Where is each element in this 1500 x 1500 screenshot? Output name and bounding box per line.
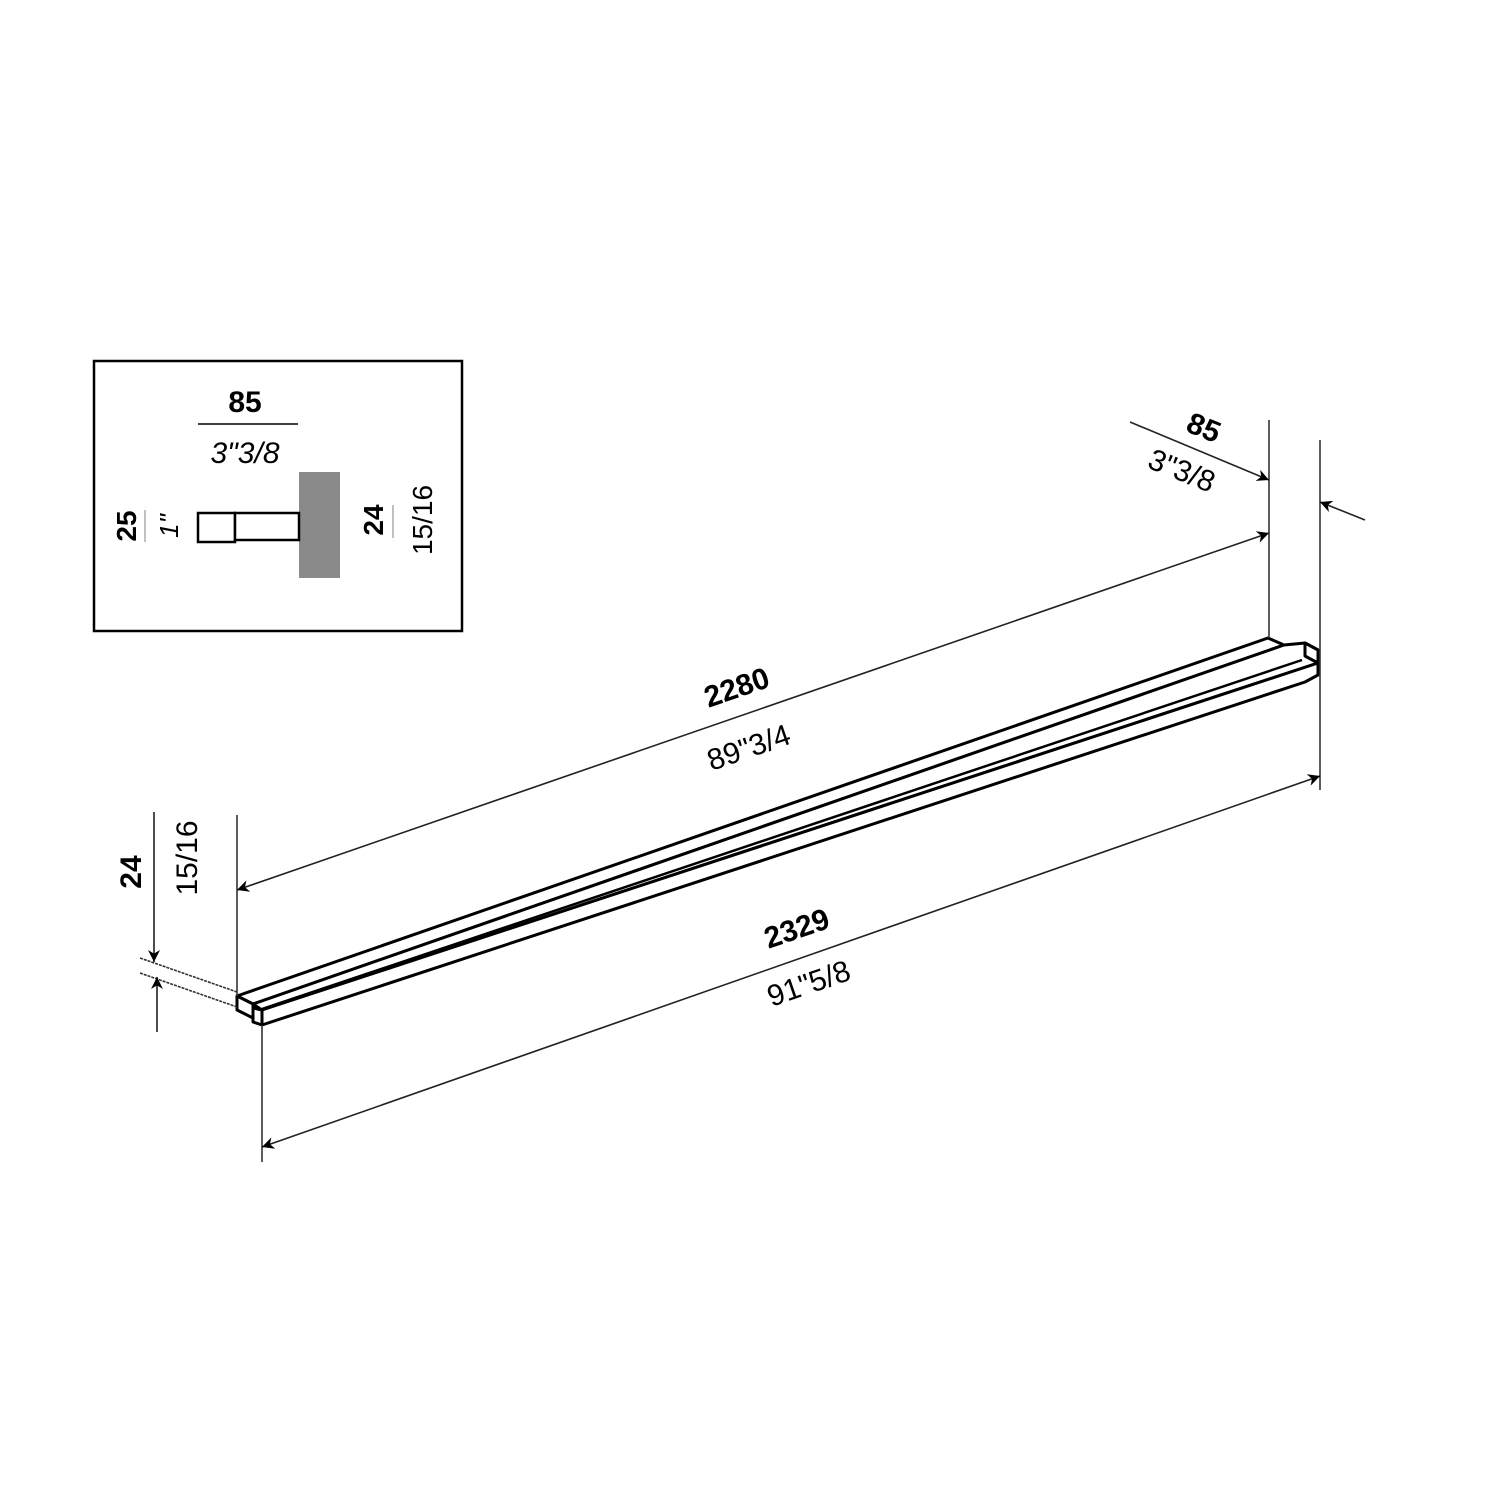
shelf-body-profile: [233, 511, 301, 542]
shelf-groove-line: [252, 658, 1303, 1014]
dim-overall-length: [261, 774, 1321, 1149]
inset-plate-in: 15/16: [407, 485, 438, 555]
shelf-lip-profile: [196, 511, 237, 544]
inset-width-mm: 85: [228, 386, 261, 419]
thickness-mm-label: 24: [115, 855, 148, 889]
overall-length-mm-label: 2329: [760, 903, 834, 956]
depth-mm-label: 85: [1182, 407, 1225, 450]
inset-width-in: 3"3/8: [210, 437, 279, 470]
section-detail-inset: 85 3"3/8 25 1" 24 15/16: [92, 359, 464, 633]
dim-depth-arrow-left: [1129, 421, 1270, 481]
dim-depth-arrow-right: [1319, 500, 1366, 521]
inset-plate-mm: 24: [358, 504, 389, 536]
ext-thickness-bottom: [139, 972, 238, 1008]
shelf-front-face: [260, 661, 1320, 1027]
inner-length-mm-label: 2280: [700, 662, 774, 715]
inset-bracket-mm: 25: [111, 510, 142, 541]
shelf-left-end-front: [251, 1006, 264, 1027]
shelf-top-surface: [251, 641, 1320, 1012]
dimension-lines: [148, 421, 1366, 1149]
depth-in-label: 3"3/8: [1143, 443, 1219, 499]
inner-length-in-label: 89"3/4: [703, 718, 795, 777]
ext-thickness-top: [139, 957, 238, 993]
wall-plate: [299, 472, 340, 578]
inset-bracket-in: 1": [154, 512, 184, 537]
overall-length-in-label: 91"5/8: [763, 954, 855, 1013]
shelf-right-end: [1303, 641, 1320, 665]
thickness-in-label: 15/16: [171, 820, 204, 895]
